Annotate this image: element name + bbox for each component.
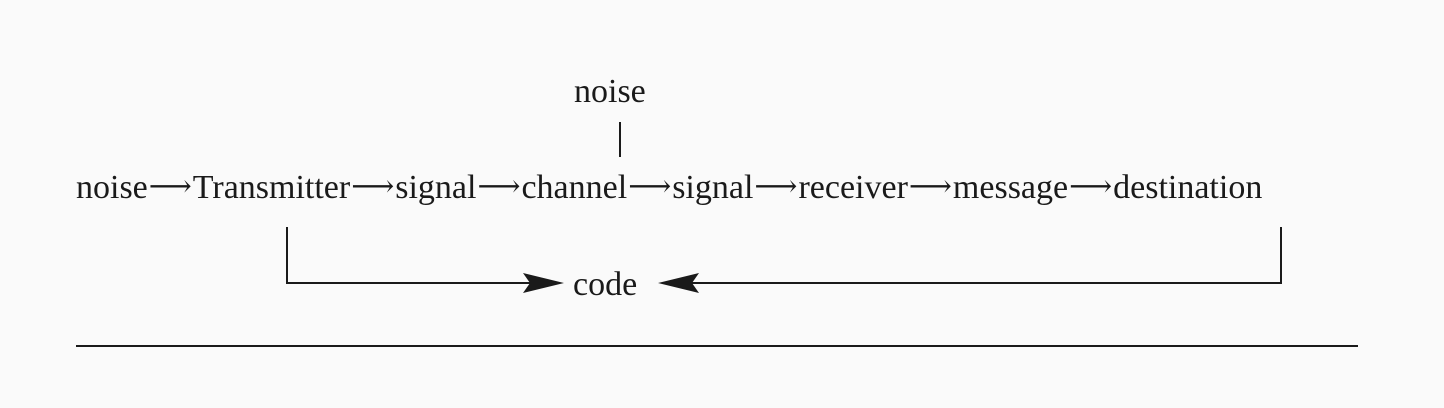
chain-arrow: ⟶: [148, 169, 192, 204]
chain-node-receiver: receiver: [798, 169, 908, 206]
chain-arrow: ⟶: [754, 169, 798, 204]
chain-node-message: message: [952, 169, 1069, 206]
chain-node-channel: channel: [521, 169, 628, 206]
arrowhead-right: [523, 273, 564, 293]
destination-to-code-line: [678, 227, 1282, 284]
chain-arrow: ⟶: [908, 169, 952, 204]
noise-top-label: noise: [574, 73, 646, 110]
chain-node-destination: destination: [1113, 169, 1263, 206]
transmitter-to-code-line: [286, 227, 535, 284]
arrowhead-left: [658, 273, 699, 293]
chain-node-signal: signal: [395, 169, 477, 206]
chain-node-transmitter: Transmitter: [192, 169, 351, 206]
signal-chain: noise ⟶ Transmitter ⟶ signal ⟶ channel ⟶…: [76, 168, 1262, 209]
chain-arrow: ⟶: [1069, 169, 1113, 204]
chain-arrow: ⟶: [628, 169, 672, 204]
chain-arrow: ⟶: [351, 169, 395, 204]
code-label: code: [573, 266, 638, 303]
chain-node-signal-2: signal: [672, 169, 754, 206]
chain-arrow: ⟶: [477, 169, 521, 204]
chain-node-noise: noise: [76, 169, 148, 206]
